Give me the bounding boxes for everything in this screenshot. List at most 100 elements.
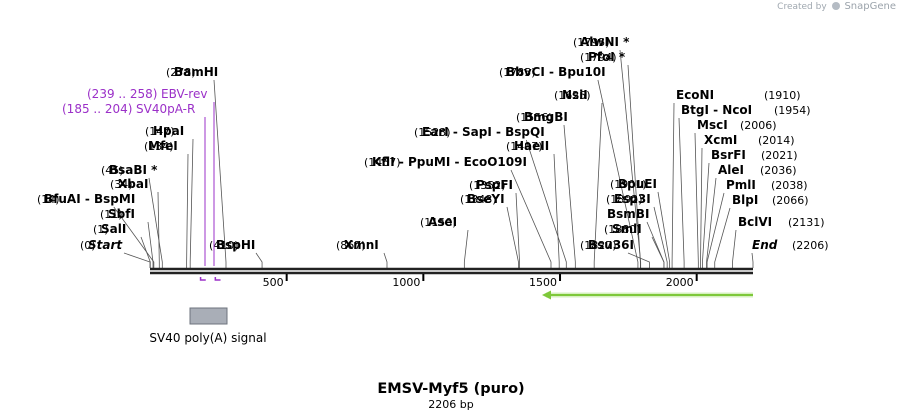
site-xcmi-leader	[700, 147, 703, 268]
primer-sv40pa-r-range: (185 .. 204)	[62, 102, 132, 116]
site-bsrfi-position: (2021)	[761, 149, 798, 162]
site-bsabi-name[interactable]: BsaBI *	[109, 163, 158, 177]
site-esp3i-position: (1892)	[606, 193, 643, 206]
site-leader-lines	[113, 49, 754, 268]
site-pspfi-leader	[515, 192, 520, 268]
feature-sv40-polya-signal[interactable]	[189, 307, 228, 325]
site-hpai-position: (147)	[145, 125, 175, 138]
site-bseyi-position: (1348)	[460, 193, 497, 206]
site-end-name[interactable]: End	[752, 238, 778, 252]
tick-label-500: 500	[263, 276, 284, 289]
site-pmli-name[interactable]: PmlI	[726, 178, 756, 192]
primer-ebv-rev-range: (239 .. 258)	[87, 87, 157, 101]
site-xbai-name[interactable]: XbaI	[118, 177, 148, 191]
primer-ebv-rev-name[interactable]: EBV-rev	[161, 87, 207, 101]
site-mfei-position: (134)	[144, 140, 174, 153]
site-xcmi-name[interactable]: XcmI	[704, 133, 737, 147]
site-bfuai-bspmi-name[interactable]: BfuAI - BspMI	[44, 192, 135, 206]
tick-label-1000: 1000	[392, 276, 420, 289]
site-pmli-leader	[706, 192, 725, 268]
site-bsu36i-name[interactable]: Bsu36I	[588, 238, 634, 252]
site-bsphi-name[interactable]: BspHI	[216, 238, 255, 252]
site-kfli-ppumi-ecoo109i-name[interactable]: KflI - PpuMI - EcoO109I	[372, 155, 527, 169]
site-bsrfi-name[interactable]: BsrFI	[711, 148, 746, 162]
primers[interactable]: (239 .. 258) EBV-rev (185 .. 204) SV40pA-R	[62, 87, 221, 281]
site-bseyi-leader	[506, 206, 519, 268]
site-bsabi-leader	[148, 177, 163, 268]
site-mfei-leader	[186, 153, 189, 268]
site-xbai-position: (34)	[110, 178, 133, 191]
site-bsmbi-leader	[646, 221, 665, 268]
site-xbai-leader	[157, 191, 160, 268]
site-bamhi-name[interactable]: BamHI	[174, 65, 218, 79]
site-bsmbi-name[interactable]: BsmBI	[607, 207, 649, 221]
watermark-brand: SnapGene	[844, 1, 896, 12]
plasmid-length: 2206 bp	[428, 398, 473, 411]
site-bsphi-position: (410)	[209, 239, 239, 252]
site-bbvci-bpu10i-leader	[597, 79, 639, 268]
site-btgi-ncoi-leader	[678, 117, 685, 268]
site-bfuai-bspmi-leader	[113, 206, 155, 268]
site-eari-sapi-bspqi-name[interactable]: EarI - SapI - BspQI	[422, 125, 545, 139]
site-alei-leader	[706, 177, 717, 268]
site-start-name[interactable]: Start	[88, 238, 123, 252]
backbone	[150, 267, 753, 275]
site-haeii-name[interactable]: HaeII	[514, 139, 549, 153]
site-labels[interactable]: (0)Start(1)SalI(11)SbfI(14)BfuAI - BspMI…	[37, 35, 829, 252]
snapgene-logo-icon	[831, 2, 840, 10]
site-alei-name[interactable]: AleI	[718, 163, 744, 177]
site-blpi-position: (2066)	[772, 194, 809, 207]
site-smli-name[interactable]: SmlI	[612, 222, 642, 236]
site-end-leader	[751, 252, 754, 268]
site-esp3i-leader	[653, 206, 668, 268]
site-xcmi-position: (2014)	[758, 134, 795, 147]
primer-sv40pa-r-binding-site[interactable]	[199, 277, 206, 281]
site-btgi-ncoi-position: (1954)	[774, 104, 811, 117]
site-msci-name[interactable]: MscI	[697, 118, 728, 132]
primer-ebv-rev-binding-site[interactable]	[214, 277, 221, 281]
site-msci-leader	[694, 132, 699, 268]
site-sali-leader	[140, 236, 151, 268]
site-bmgbi-leader	[563, 124, 576, 268]
site-sbfi-position: (11)	[100, 208, 123, 221]
site-blpi-name[interactable]: BlpI	[732, 193, 758, 207]
site-bpuei-leader	[657, 191, 671, 268]
site-sali-name[interactable]: SalI	[101, 222, 126, 236]
site-alei-position: (2036)	[760, 164, 797, 177]
site-eari-sapi-bspqi-position: (1523)	[414, 126, 451, 139]
site-bpuei-name[interactable]: BpuEI	[618, 177, 657, 191]
site-sbfi-name[interactable]: SbfI	[108, 207, 135, 221]
site-bsphi-leader	[255, 252, 263, 268]
site-bsu36i-position: (1827)	[580, 239, 617, 252]
site-bpuei-position: (1901)	[610, 178, 647, 191]
site-pfoi-name[interactable]: PfoI *	[588, 50, 626, 64]
site-pspfi-name[interactable]: PspFI	[476, 178, 513, 192]
site-bbvci-bpu10i-name[interactable]: BbvCI - Bpu10I	[506, 65, 606, 79]
site-xmni-name[interactable]: XmnI	[344, 238, 379, 252]
site-haeii-position: (1497)	[506, 140, 543, 153]
site-nsii-name[interactable]: NsiI	[562, 88, 588, 102]
site-econi-name[interactable]: EcoNI	[676, 88, 714, 102]
site-hpai-name[interactable]: HpaI	[153, 124, 184, 138]
site-bsu36i-leader	[627, 252, 650, 268]
site-alwni-name[interactable]: AlwNI *	[580, 35, 630, 49]
site-mfei-name[interactable]: MfeI	[148, 139, 178, 153]
site-bsrfi-leader	[702, 162, 710, 268]
watermark-created-by: Created by	[777, 2, 827, 12]
site-bmgbi-name[interactable]: BmgBI	[524, 110, 568, 124]
site-msci-position: (2006)	[740, 119, 777, 132]
site-sali-position: (1)	[93, 223, 109, 236]
site-bclvi-name[interactable]: BclVI	[738, 215, 772, 229]
site-asei-name[interactable]: AseI	[428, 215, 457, 229]
site-asei-position: (1150)	[420, 216, 457, 229]
site-nsii-leader	[593, 102, 603, 268]
features[interactable]: SV40 poly(A) signal	[149, 290, 753, 346]
site-bseyi-name[interactable]: BseYI	[467, 192, 505, 206]
site-bclvi-leader	[732, 229, 737, 268]
site-btgi-ncoi-name[interactable]: BtgI - NcoI	[681, 103, 752, 117]
site-bamhi-leader	[213, 79, 227, 268]
site-end-position: (2206)	[792, 239, 829, 252]
primer-sv40pa-r-name[interactable]: SV40pA-R	[136, 102, 195, 116]
tick-label-1500: 1500	[529, 276, 557, 289]
site-esp3i-name[interactable]: Esp3I	[614, 192, 651, 206]
